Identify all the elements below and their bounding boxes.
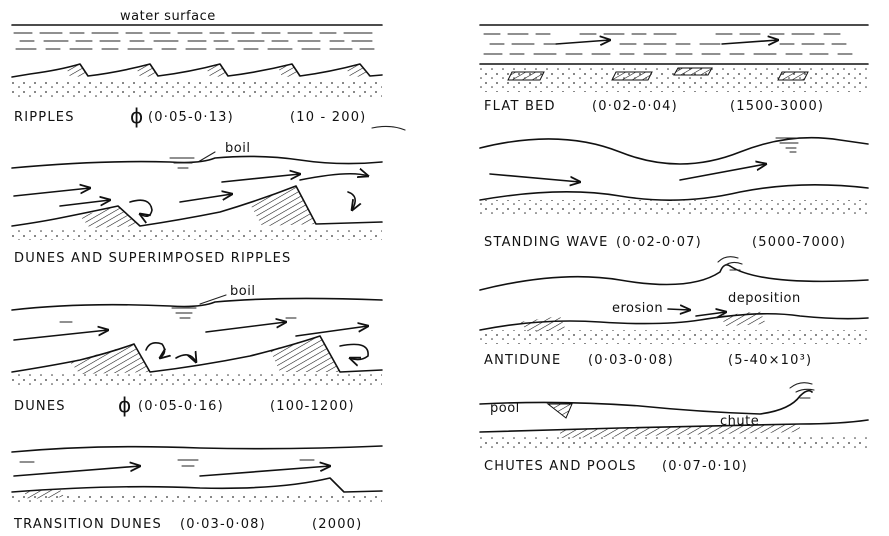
flat-bed-range2: (1500-3000) [730,99,824,114]
water-surface-wave [480,265,868,290]
flow-arrow [14,466,140,476]
bed-hatching [520,316,566,332]
water-dashes [14,33,374,49]
panel-chutes-pools: pool chute CHUTES AND POOLS (0·07-0·10) [480,383,868,474]
transition-range2: (2000) [312,517,362,532]
dune-hatching [250,186,316,226]
caption-dunes: DUNES [14,399,66,414]
flow-arrow [490,174,580,182]
flow-arrow [722,40,778,44]
boil-label: boil [230,284,255,299]
sand-layer [480,66,868,92]
chutes-pools-range1: (0·07-0·10) [662,459,748,474]
flat-bed-range1: (0·02-0·04) [592,99,678,114]
flow-arrow [296,326,368,336]
antidune-range1: (0·03-0·08) [588,353,674,368]
sand-layer [12,228,382,240]
panel-standing-wave: STANDING WAVE (0·02-0·07) (5000-7000) [480,138,868,250]
panel-transition-dunes: TRANSITION DUNES (0·03-0·08) (2000) [12,446,382,532]
sand-layer [480,200,868,216]
standing-wave-range1: (0·02-0·07) [616,235,702,250]
erosion-label: erosion [612,301,663,316]
eddy-arrow [340,344,368,359]
deposition-arrow [696,312,726,316]
water-surface-label: water surface [120,9,216,24]
water-surface-line [480,391,812,414]
transition-bed-line [12,478,382,492]
caption-dunes-superimposed: DUNES AND SUPERIMPOSED RIPPLES [14,251,291,266]
panel-dunes-superimposed: boil DUNES AND SUPERIMPOSED RIPPLES [12,141,382,266]
boil-marks [170,158,194,168]
dunes-range1: (0·05-0·16) [138,399,224,414]
panel-antidune: erosion deposition ANTIDUNE (0·03-0·08) … [480,257,868,368]
sand-layer [480,330,868,344]
water-surface-line [12,298,382,310]
water-dashes [484,34,852,54]
sand-layer [12,374,382,388]
sand-layer [12,80,382,98]
standing-wave-bed-line [480,185,868,200]
flow-arrow [180,194,232,202]
phi-symbol: ϕ [130,104,143,128]
deposition-label: deposition [728,291,801,306]
flow-arrow [222,174,300,182]
caption-ripples: RIPPLES [14,110,75,125]
flow-arrow [556,40,610,44]
standing-wave-range2: (5000-7000) [752,235,846,250]
transition-range1: (0·03-0·08) [180,517,266,532]
caption-transition-dunes: TRANSITION DUNES [13,517,162,532]
caption-chutes-pools: CHUTES AND POOLS [484,459,637,474]
pool-marker [548,404,572,418]
caption-standing-wave: STANDING WAVE [484,235,609,250]
water-surface-wave [480,138,868,164]
ripples-range2: (10 - 200) [290,110,366,125]
eddy-arrow [176,355,196,362]
eddy-arrow [348,192,355,210]
flow-arrow [60,200,110,206]
caption-antidune: ANTIDUNE [484,353,561,368]
water-surface-line [12,156,382,168]
ripples-range1: (0·05-0·13) [148,110,234,125]
panel-ripples: water surface RIPPLES ϕ (0·05-0·13) (10 … [12,9,405,130]
antidune-range2: (5-40×10³) [728,353,812,368]
boil-label: boil [225,141,250,156]
ripple-hatching [66,64,370,77]
panel-flat-bed: FLAT BED (0·02-0·04) (1500-3000) [480,25,868,114]
dune-hatching [70,344,150,374]
flow-arrow [200,466,330,476]
panel-dunes: boil DUNES ϕ (0·05-0·16) (100-1200) [12,284,382,417]
dunes-range2: (100-1200) [270,399,355,414]
eddy-arrow [146,343,165,358]
sand-layer [12,494,382,504]
boil-marks [60,308,296,322]
phi-symbol: ϕ [118,393,131,417]
erosion-arrow [668,309,690,310]
dune-hatching [270,336,340,372]
eddy-arrow [130,200,152,216]
water-dashes [20,460,314,466]
flow-arrow [14,330,108,340]
flow-arrow [206,322,286,332]
flow-arrow [300,174,368,180]
sand-layer [480,436,868,448]
flow-arrow [680,164,766,180]
pencil-mark [372,126,405,130]
flow-arrow [14,188,90,196]
dune-bed-line [12,186,382,226]
bed-hatching [720,311,766,326]
water-surface-line [12,446,382,452]
caption-flat-bed: FLAT BED [484,99,556,114]
